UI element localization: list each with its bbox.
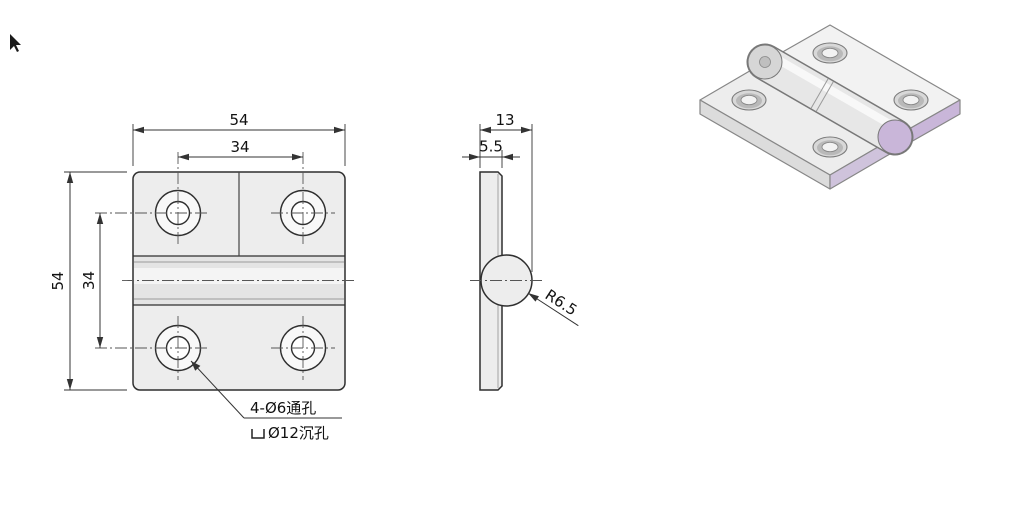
dim-text-total-thickness: 13 — [495, 111, 514, 129]
dim-text-hole-pitch-x: 34 — [230, 138, 249, 156]
hinge-pin — [759, 56, 771, 68]
iso-hole-left — [731, 89, 767, 111]
dim-text-leaf-thickness: 5.5 — [479, 138, 503, 156]
counterbore-symbol-icon — [251, 429, 265, 439]
iso-view — [699, 24, 961, 190]
cursor-icon — [10, 34, 21, 52]
dim-total-thickness: 13 — [479, 111, 533, 272]
hole-top-right — [271, 152, 335, 245]
dim-text-overall-height: 54 — [49, 271, 67, 290]
hole-bottom-left — [95, 316, 210, 380]
dim-text-overall-width: 54 — [229, 111, 248, 129]
side-view: 13 5.5 R6.5 — [462, 111, 580, 391]
barrel-end-cap-lavender — [877, 119, 913, 155]
hole-top-left — [95, 152, 210, 245]
knuckle-split-line — [815, 81, 834, 112]
iso-hole-top — [812, 42, 848, 64]
hole-note-line2: Ø12沉孔 — [268, 424, 329, 442]
iso-barrel — [746, 43, 914, 156]
dim-leaf-thickness: 5.5 — [462, 138, 520, 168]
hole-callout: 4-Ø6通孔 Ø12沉孔 — [190, 360, 342, 442]
dim-overall-width: 54 — [132, 111, 346, 166]
front-view: 54 34 54 34 4- — [49, 111, 356, 442]
dim-overall-height: 54 — [49, 171, 127, 391]
iso-hole-bottom — [812, 136, 848, 158]
dim-text-hole-pitch-y: 34 — [80, 271, 98, 290]
iso-hole-right — [893, 89, 929, 111]
dim-hole-pitch-y: 34 — [80, 213, 104, 348]
hole-note-line1: 4-Ø6通孔 — [250, 399, 316, 417]
hole-bottom-right — [271, 316, 335, 380]
dim-hole-pitch-x: 34 — [178, 138, 303, 161]
dim-knuckle-radius: R6.5 — [527, 286, 580, 327]
knuckle-split-line — [810, 78, 829, 109]
